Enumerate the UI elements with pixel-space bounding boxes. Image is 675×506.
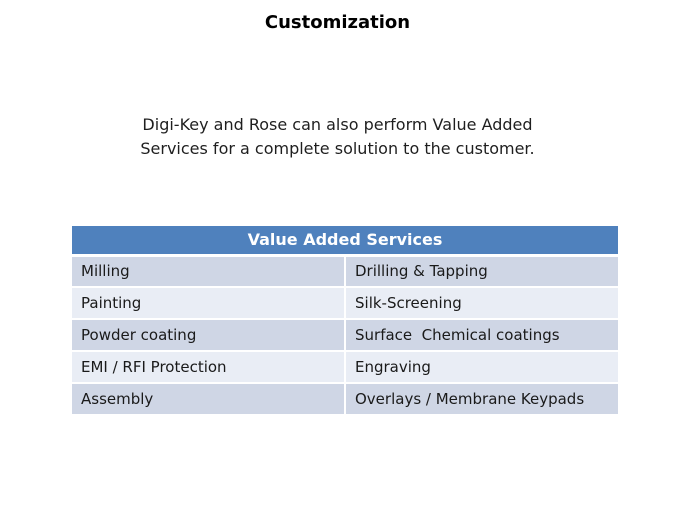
table-cell: EMI / RFI Protection [72,351,346,384]
table-row: Painting Silk-Screening [72,287,618,320]
body-text: Digi-Key and Rose can also perform Value… [0,113,675,161]
table-row: Powder coating Surface Chemical coatings [72,319,618,352]
table-cell: Silk-Screening [345,287,618,320]
table-cell: Drilling & Tapping [345,255,618,288]
table-header: Value Added Services [72,226,618,257]
table-header-row: Value Added Services [72,226,618,257]
table-cell: Engraving [345,351,618,384]
table-cell: Surface Chemical coatings [345,319,618,352]
table-row: Milling Drilling & Tapping [72,255,618,288]
body-text-line: Digi-Key and Rose can also perform Value… [142,115,533,134]
page-title: Customization [264,12,411,33]
table-cell: Powder coating [72,319,346,352]
value-added-services-table: Value Added Services Milling Drilling & … [72,226,618,416]
table-cell: Overlays / Membrane Keypads [345,383,618,416]
table-row: EMI / RFI Protection Engraving [72,351,618,384]
body-text-line: Services for a complete solution to the … [140,139,535,158]
table-row: Assembly Overlays / Membrane Keypads [72,383,618,416]
table-cell: Milling [72,255,346,288]
table-cell: Painting [72,287,346,320]
table-cell: Assembly [72,383,346,416]
